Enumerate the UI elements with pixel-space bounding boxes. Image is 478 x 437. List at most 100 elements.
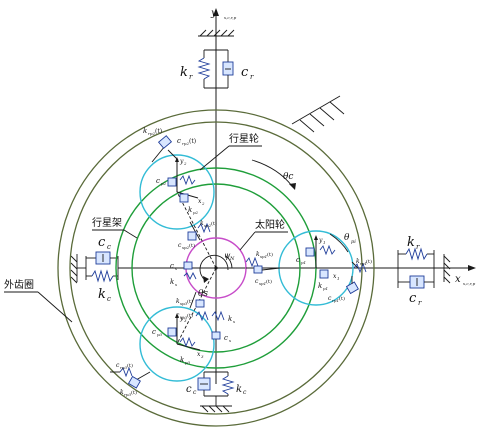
theta-c-arrowhead xyxy=(289,183,296,190)
k-s2-sub: s xyxy=(233,319,235,324)
planet1-sun-mesh xyxy=(245,256,281,274)
c-r-right-sub: r xyxy=(418,299,422,307)
planet2-sun-mesh xyxy=(187,221,211,241)
planet-gear-leader xyxy=(199,145,230,171)
c-r-top-sub: r xyxy=(250,73,254,81)
bottom-spring xyxy=(221,375,235,395)
c-sp2-t: (t) xyxy=(189,242,195,249)
k-sp1-sub: sp1 xyxy=(260,254,267,259)
sun-planet2-dash xyxy=(176,191,217,269)
top-ring-support xyxy=(197,29,235,112)
k-rp3-sub: rp3 xyxy=(124,392,131,397)
c-p2-label: c xyxy=(156,177,160,185)
ring-gear-inner-circle xyxy=(69,121,363,415)
planet2-bearing xyxy=(167,157,199,203)
ring-gear-outer-circle xyxy=(57,109,375,427)
planet2-ring-mesh xyxy=(151,135,179,163)
c-s2-label: c xyxy=(224,334,228,342)
k-p1-sub: p1 xyxy=(323,286,328,291)
k-rp2-label: k xyxy=(143,127,147,135)
k-sp2-t: (t) xyxy=(211,220,217,227)
c-s-label: c xyxy=(170,262,174,270)
x-axis-label: x xyxy=(455,274,461,285)
c-sp2-sub: sp2 xyxy=(182,245,190,250)
k-sp1-label: k xyxy=(256,251,260,258)
c-c-bottom: c xyxy=(186,384,192,395)
psi-arc xyxy=(225,255,233,269)
k-s-label: k xyxy=(170,278,174,286)
y-axis-label: y xyxy=(210,8,217,19)
k-sp1-t: (t) xyxy=(267,251,273,258)
k-p3-label: k xyxy=(180,356,184,364)
x2-label: x xyxy=(198,198,202,205)
k-rp1-label: k xyxy=(356,258,360,265)
c-r-right: c xyxy=(409,291,417,306)
c-sp3-t: (t) xyxy=(187,312,193,319)
x2-sub: 2 xyxy=(201,201,205,206)
k-p2-sub: p2 xyxy=(193,210,199,215)
k-rp1-sub: rp1 xyxy=(360,261,367,266)
psi-label: ψ xyxy=(224,251,231,260)
c-rp1-label: c xyxy=(328,295,332,302)
k-rp2-t: (t) xyxy=(155,128,162,135)
c-s-sub: s xyxy=(175,266,177,271)
sun-bearing-right xyxy=(211,310,225,340)
c-rp3-sub: rp3 xyxy=(120,365,127,370)
k-c-left-sub: c xyxy=(107,295,111,303)
k-rp2-sub: rp2 xyxy=(148,131,155,136)
x1-label: x xyxy=(333,273,337,280)
x-axis-sub: s,c,r,p xyxy=(463,281,476,286)
c-rp2-sub: rp2 xyxy=(182,141,189,146)
k-p2-label: k xyxy=(188,206,192,214)
k-s2-label: k xyxy=(228,315,232,323)
k-r-right: k xyxy=(407,235,415,250)
c-sp2-label: c xyxy=(178,242,182,249)
left-carrier-support xyxy=(70,251,142,284)
theta-s-arrowhead xyxy=(203,276,209,283)
k-sp3-sub: sp3 xyxy=(180,301,188,306)
c-c-bottom-sub: c xyxy=(193,389,197,396)
y-axis-sub: s,c,r,p xyxy=(224,15,237,20)
carrier-label: 行星架 xyxy=(92,216,122,229)
planet3-sun-mesh xyxy=(189,291,209,322)
ring-gear-label: 外齿圈 xyxy=(4,279,34,291)
top-spring xyxy=(197,57,211,80)
right-ring-support xyxy=(375,247,451,289)
k-r-top: k xyxy=(180,65,188,80)
k-sp3-t: (t) xyxy=(187,298,193,305)
left-spring xyxy=(91,269,114,283)
k-p1-label: k xyxy=(318,282,322,290)
sun-gear-label: 太阳轮 xyxy=(255,218,285,231)
planet3-ring-mesh xyxy=(110,366,151,389)
k-c-left: k xyxy=(98,287,106,302)
k-sp2-sub: sp2 xyxy=(204,223,212,228)
k-rp3-label: k xyxy=(120,389,124,396)
c-r-top: c xyxy=(241,65,249,80)
sun-gear-leader xyxy=(239,231,256,251)
y3-sub: 3 xyxy=(184,318,187,323)
x-axis-arrow xyxy=(468,265,476,271)
y2-label: y xyxy=(179,158,184,165)
y-axis-arrow xyxy=(213,8,219,16)
theta-c-arrow xyxy=(251,159,293,187)
c-rp2-t: (t) xyxy=(189,138,196,145)
c-rp3-t: (t) xyxy=(127,362,133,369)
y1-label: y xyxy=(318,237,323,244)
theta-p-arrow xyxy=(329,233,349,253)
k-rp3-t: (t) xyxy=(131,389,137,396)
c-sp1-label: c xyxy=(255,278,259,285)
y1-sub: 1 xyxy=(323,240,326,245)
y2-sub: 2 xyxy=(183,161,187,166)
c-s2-sub: s xyxy=(229,338,231,343)
c-p3-label: c xyxy=(152,328,156,336)
planet3-bearing xyxy=(167,313,201,351)
y3-label: y xyxy=(179,315,184,322)
x3-label: x xyxy=(197,351,201,358)
c-c-left-sub: c xyxy=(107,243,111,251)
x1-sub: 1 xyxy=(337,276,340,281)
planet-gear-2 xyxy=(139,154,215,230)
planet-gear-label: 行星轮 xyxy=(229,132,259,145)
x3-sub: 3 xyxy=(201,354,204,359)
